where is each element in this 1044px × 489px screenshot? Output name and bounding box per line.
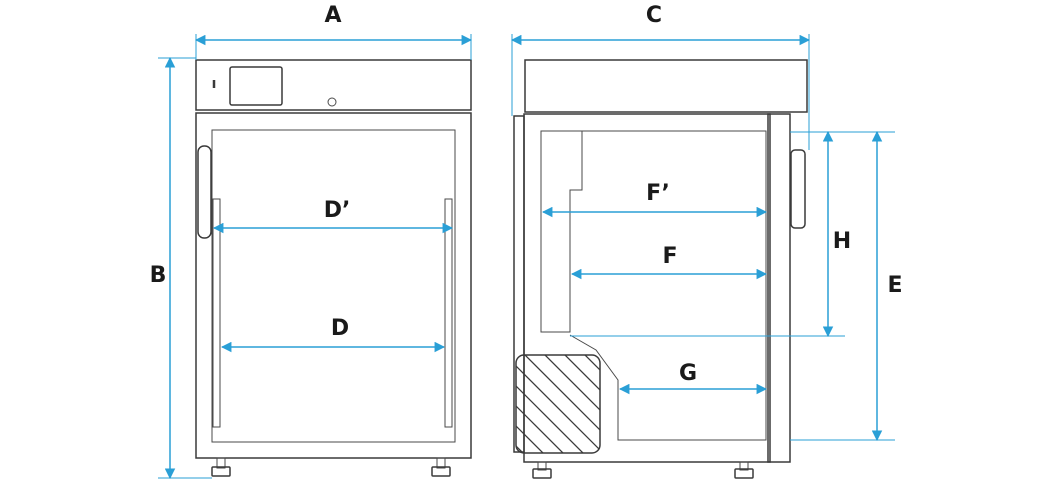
label-F-prime: F’	[646, 181, 670, 206]
front-left-rail	[212, 198, 221, 428]
side-cabinet-body	[523, 113, 771, 463]
label-G: G	[679, 361, 697, 386]
dimension-lines	[158, 34, 895, 480]
front-door-handle	[197, 145, 212, 239]
front-knob	[327, 97, 337, 107]
side-interior-profile	[541, 130, 767, 441]
label-E: E	[887, 273, 902, 298]
side-right-foot	[734, 461, 754, 479]
front-display-screen	[229, 66, 283, 106]
front-right-rail	[444, 198, 453, 428]
front-cabinet-body	[195, 112, 472, 459]
label-D: D	[331, 316, 349, 341]
label-D-prime: D’	[324, 198, 351, 223]
front-top-panel	[195, 59, 472, 111]
side-compressor-box	[515, 354, 601, 454]
label-F: F	[662, 244, 677, 269]
dimension-labels: A C B D’ D F’ F G H E	[150, 3, 903, 386]
side-left-foot	[532, 461, 552, 479]
front-right-foot	[431, 457, 451, 477]
side-top-panel	[524, 59, 808, 113]
front-left-foot	[211, 457, 231, 477]
side-back-panel	[767, 113, 791, 463]
front-door-glass	[211, 129, 456, 443]
side-view	[513, 59, 808, 479]
side-back-handle	[790, 149, 806, 229]
side-interior-chamber	[540, 130, 583, 333]
label-H: H	[833, 229, 851, 254]
front-view	[195, 59, 472, 477]
label-A: A	[324, 3, 341, 28]
label-B: B	[150, 263, 167, 288]
side-compressor-hatch	[516, 355, 600, 453]
label-C: C	[646, 3, 662, 28]
